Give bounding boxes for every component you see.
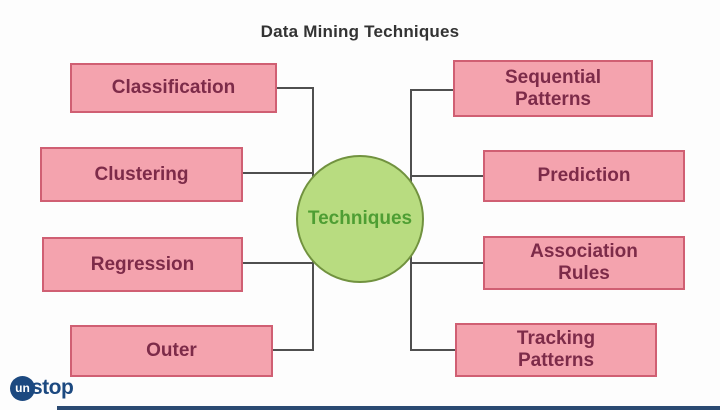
node-clustering: Clustering xyxy=(40,147,243,202)
center-node-techniques: Techniques xyxy=(296,155,424,283)
connector-outer xyxy=(273,349,314,351)
unstop-logo-text: stop xyxy=(31,376,74,399)
footer-bar xyxy=(57,406,720,410)
node-outer: Outer xyxy=(70,325,273,377)
node-association-rules: Association Rules xyxy=(483,236,685,290)
connector-regression xyxy=(243,262,314,264)
connector-sequential-patterns xyxy=(410,89,455,91)
node-regression: Regression xyxy=(42,237,243,292)
unstop-logo: un stop xyxy=(10,374,74,402)
node-classification: Classification xyxy=(70,63,277,113)
connector-tracking-patterns xyxy=(410,349,457,351)
node-prediction: Prediction xyxy=(483,150,685,202)
connector-association-rules xyxy=(410,262,483,264)
node-sequential-patterns: Sequential Patterns xyxy=(453,60,653,117)
node-tracking-patterns: Tracking Patterns xyxy=(455,323,657,377)
connector-clustering xyxy=(243,172,314,174)
connector-prediction xyxy=(410,175,483,177)
center-node-label: Techniques xyxy=(307,208,413,229)
connector-classification xyxy=(277,87,314,89)
diagram-title: Data Mining Techniques xyxy=(260,22,460,41)
unstop-logo-badge-icon: un xyxy=(10,375,35,401)
